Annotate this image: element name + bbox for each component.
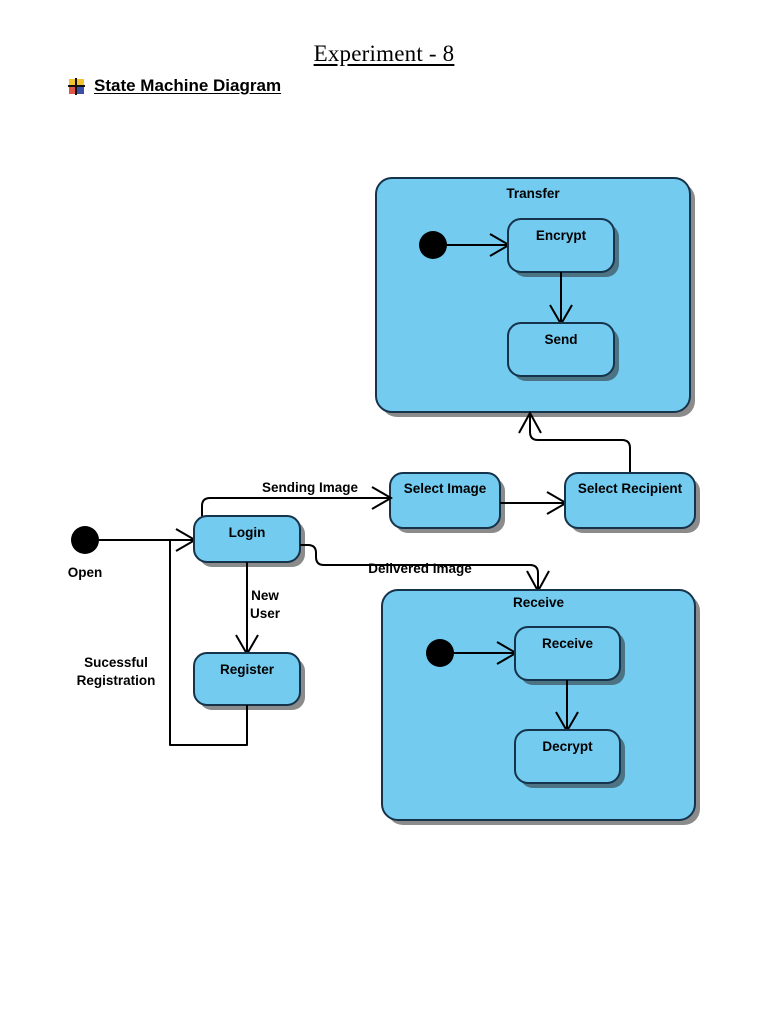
receive-composite-label: Receive (513, 595, 565, 610)
successful-registration-label-line2: Registration (77, 673, 156, 688)
transition-login-to-receive: Delivered Image (300, 544, 550, 594)
decrypt-label: Decrypt (542, 739, 593, 754)
login-label: Login (229, 525, 266, 540)
transition-login-to-register: New User (235, 562, 281, 656)
successful-registration-label-line1: Sucessful (84, 655, 148, 670)
send-label: Send (544, 332, 577, 347)
state-select-image[interactable]: Select Image (389, 472, 505, 533)
initial-state-transfer (419, 231, 447, 259)
select-image-label: Select Image (404, 481, 487, 496)
register-body (193, 652, 301, 706)
receive-inner-label: Receive (542, 636, 594, 651)
send-body (507, 322, 615, 377)
register-label: Register (220, 662, 275, 677)
sending-image-label: Sending Image (262, 480, 359, 495)
initial-state-receive (426, 639, 454, 667)
transition-image-to-recipient (500, 491, 568, 515)
state-register[interactable]: Register (193, 652, 305, 710)
new-user-label-line1: New (251, 588, 279, 603)
encrypt-label: Encrypt (536, 228, 587, 243)
state-decrypt[interactable]: Decrypt (514, 729, 625, 788)
state-login[interactable]: Login (193, 515, 305, 567)
transition-register-to-login: Sucessful Registration (77, 540, 248, 746)
open-label: Open (68, 565, 103, 580)
transition-login-to-select-image: Sending Image (201, 480, 393, 516)
select-image-body (389, 472, 501, 529)
page-title-text: Experiment - 8 (313, 41, 455, 66)
transition-recipient-to-transfer (518, 410, 631, 473)
new-user-label-line2: User (250, 606, 281, 621)
state-receive-inner[interactable]: Receive (514, 626, 625, 685)
encrypt-body (507, 218, 615, 273)
select-recipient-label: Select Recipient (578, 481, 683, 496)
state-encrypt[interactable]: Encrypt (507, 218, 619, 277)
delivered-image-label: Delivered Image (368, 561, 472, 576)
transfer-label: Transfer (506, 186, 560, 201)
section-heading: State Machine Diagram (68, 76, 281, 96)
state-send[interactable]: Send (507, 322, 619, 381)
receive-inner-body (514, 626, 621, 681)
state-select-recipient[interactable]: Select Recipient (564, 472, 700, 533)
page-title: Experiment - 8 (0, 41, 768, 67)
transition-open-to-login (99, 528, 197, 552)
section-heading-label: State Machine Diagram (94, 76, 282, 95)
composite-state-receive[interactable]: Receive (381, 589, 700, 825)
decrypt-body (514, 729, 621, 784)
select-recipient-body (564, 472, 696, 529)
composite-state-transfer[interactable]: Transfer (375, 177, 695, 417)
initial-state-open (71, 526, 99, 554)
office-clipart-icon (68, 77, 85, 95)
